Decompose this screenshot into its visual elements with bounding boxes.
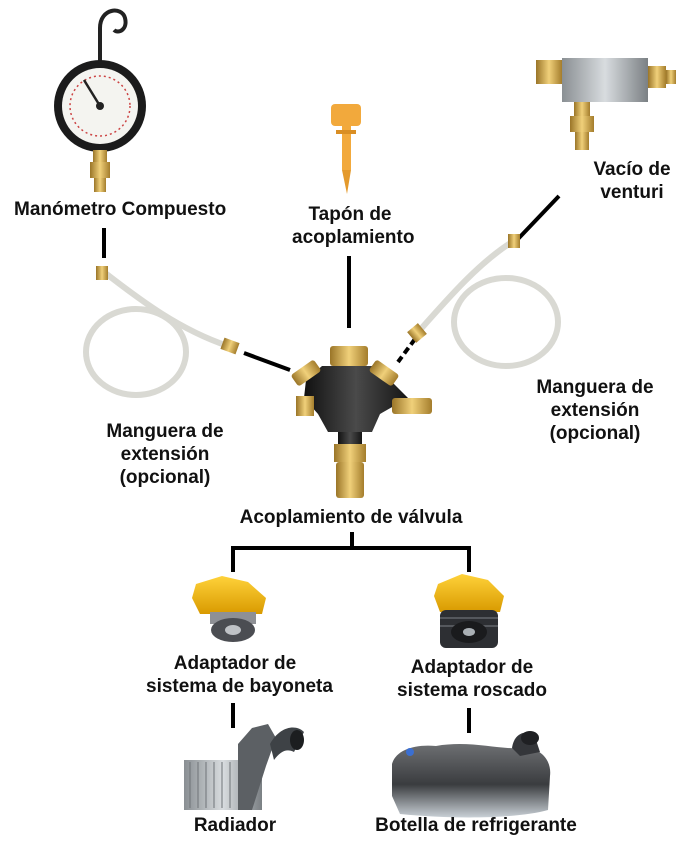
coupling-plug-icon	[331, 104, 361, 194]
venturi-line	[515, 194, 561, 242]
threaded-adapter-icon	[434, 574, 504, 648]
compound-gauge-icon	[54, 8, 146, 192]
extension-hose-right-icon	[407, 234, 561, 369]
bayonet-adapter-icon	[192, 576, 266, 642]
label-compound-gauge: Manómetro Compuesto	[14, 199, 227, 220]
label-valve-coupling: Acoplamiento de válvula	[239, 507, 463, 528]
radiator-icon	[184, 724, 304, 810]
label-coolant-bottle: Botella de refrigerante	[375, 815, 577, 836]
hose-left-line	[243, 351, 291, 372]
hose-right-line	[396, 337, 417, 364]
venturi-vacuum-icon	[536, 58, 676, 150]
connector-lines	[102, 194, 561, 733]
valve-coupling-icon	[291, 346, 432, 498]
label-radiator: Radiador	[193, 815, 277, 836]
coolant-bottle-icon	[392, 731, 551, 818]
extension-hose-left-icon	[83, 266, 240, 398]
